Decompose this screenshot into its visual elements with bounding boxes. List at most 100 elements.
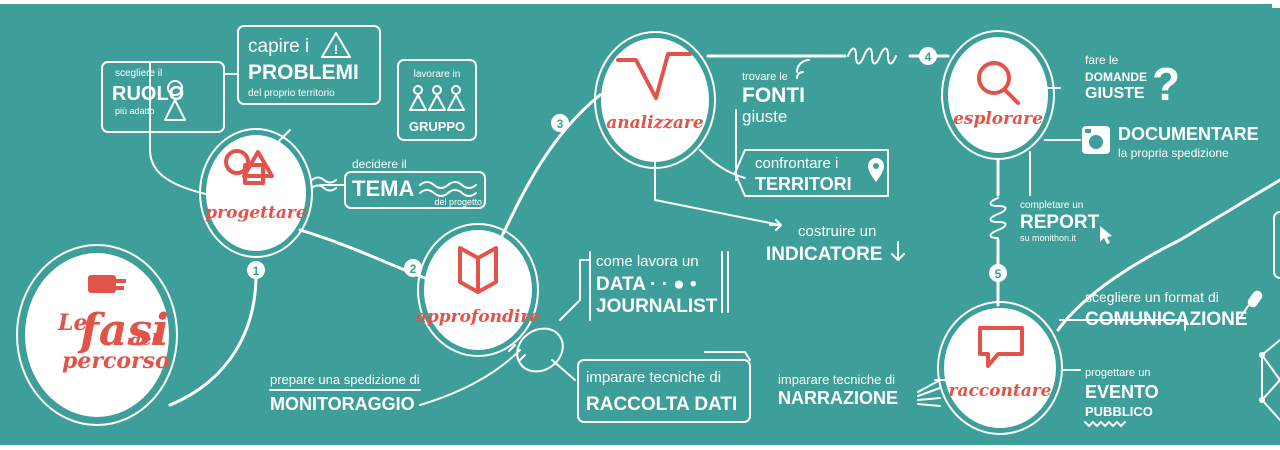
svg-text:4: 4 (925, 50, 932, 64)
title-del: del (130, 330, 157, 349)
phase-label-approfondire: approfondire (416, 307, 540, 327)
svg-text:· · ● •: · · ● • (650, 274, 697, 295)
svg-text:2: 2 (410, 262, 417, 276)
label-documentare: DOCUMENTARE la propria spedizione (1082, 124, 1259, 160)
svg-text:imparare tecniche di: imparare tecniche di (586, 369, 721, 386)
svg-text:RACCOLTA DATI: RACCOLTA DATI (586, 394, 737, 415)
phase-label-esplorare: esplorare (953, 109, 1043, 129)
title-fasi: fasi (77, 305, 169, 356)
svg-text:su monithon.it: su monithon.it (1020, 233, 1077, 243)
box-problemi: capire i ! PROBLEMI del proprio territor… (237, 25, 381, 105)
svg-text:costruire un: costruire un (798, 223, 876, 240)
step-badge-4: 4 (919, 47, 937, 65)
phase-label-progettare: progettare (205, 203, 307, 223)
svg-text:DOCUMENTARE: DOCUMENTARE (1118, 124, 1259, 144)
svg-text:TERRITORI: TERRITORI (755, 174, 852, 194)
label-monitoraggio: prepare una spedizione di MONITORAGGIO (269, 372, 421, 414)
svg-text:prepare una spedizione di: prepare una spedizione di (270, 372, 420, 387)
step-badge-5: 5 (989, 264, 1007, 282)
box-ruolo: scegliere il RUOLO più adatto (101, 61, 225, 133)
svg-text:GIUSTE: GIUSTE (1085, 85, 1145, 102)
wifi-icon (796, 59, 810, 79)
svg-text:del progetto: del progetto (434, 197, 482, 207)
arrow-down-icon (891, 241, 905, 261)
phase-label-raccontare: raccontare (948, 381, 1051, 401)
svg-text:5: 5 (995, 267, 1002, 281)
question-mark-icon: ? (1152, 58, 1180, 110)
svg-text:capire i: capire i (248, 36, 309, 57)
svg-text:PROBLEMI: PROBLEMI (248, 61, 359, 84)
svg-text:3: 3 (557, 117, 564, 131)
step-badge-2: 2 (404, 259, 422, 277)
svg-text:come lavora un: come lavora un (596, 253, 699, 270)
box-raccolta-dati: imparare tecniche di RACCOLTA DATI (577, 351, 751, 423)
svg-text:trovare le: trovare le (742, 71, 788, 83)
svg-text:EVENTO: EVENTO (1085, 382, 1159, 402)
svg-text:fare le: fare le (1085, 53, 1119, 67)
step-badge-1: 1 (247, 261, 265, 279)
svg-text:INDICATORE: INDICATORE (766, 244, 882, 265)
microphone-icon (1239, 290, 1263, 319)
phase-esplorare: esplorare (941, 30, 1055, 160)
svg-text:decidere il: decidere il (352, 157, 407, 171)
phase-label-analizzare: analizzare (606, 113, 704, 133)
right-edge-decoration (1259, 211, 1280, 421)
phase-progettare: progettare (199, 128, 313, 258)
label-comunicazione: scegliere un format di COMUNICAZIONE (1085, 289, 1263, 330)
label-domande: fare le DOMANDE GIUSTE ? (1085, 53, 1180, 110)
svg-text:JOURNALIST: JOURNALIST (596, 296, 718, 317)
svg-text:1: 1 (253, 264, 260, 278)
svg-text:COMUNICAZIONE: COMUNICAZIONE (1085, 309, 1248, 330)
svg-text:completare un: completare un (1020, 200, 1083, 211)
svg-text:MONITORAGGIO: MONITORAGGIO (270, 394, 415, 414)
people-icon (409, 85, 465, 111)
phase-approfondire: approfondire (416, 223, 564, 373)
svg-text:NARRAZIONE: NARRAZIONE (778, 388, 898, 408)
svg-text:lavorare in: lavorare in (414, 69, 461, 80)
open-book-icon (458, 246, 498, 294)
pulse-line-icon (616, 52, 692, 100)
svg-text:DATA: DATA (596, 274, 646, 295)
coil-vertical (989, 197, 1007, 239)
svg-text:?: ? (1152, 58, 1180, 110)
svg-text:la propria spedizione: la propria spedizione (1118, 146, 1229, 160)
step-badge-3: 3 (551, 114, 569, 132)
svg-text:confrontare i: confrontare i (755, 155, 838, 172)
box-territori: confrontare i TERRITORI (734, 149, 889, 197)
phase-raccontare: raccontare (937, 301, 1063, 435)
svg-text:progettare un: progettare un (1085, 367, 1150, 379)
svg-text:giuste: giuste (742, 107, 787, 126)
map-pin-icon (868, 158, 884, 182)
label-fonti: trovare le FONTI giuste (742, 59, 810, 126)
svg-text:DOMANDE: DOMANDE (1085, 70, 1147, 84)
square-circle-triangle-icon (224, 149, 274, 185)
svg-text:scegliere il: scegliere il (115, 68, 162, 79)
box-tema: decidere il TEMA del progetto (311, 157, 486, 209)
coil-horizontal (847, 47, 897, 65)
label-report: completare un REPORT su monithon.it (1020, 200, 1112, 244)
label-evento: progettare un EVENTO PUBBLICO (1084, 367, 1159, 427)
speech-bubble-icon (978, 326, 1024, 368)
svg-text:scegliere un format di: scegliere un format di (1085, 289, 1219, 305)
label-indicatore: costruire un INDICATORE (766, 219, 905, 265)
magnifier-icon (977, 61, 1020, 105)
svg-text:!: ! (334, 42, 338, 57)
warning-icon: ! (321, 32, 351, 58)
svg-text:del proprio territorio: del proprio territorio (248, 88, 335, 99)
label-narrazione: imparare tecniche di NARRAZIONE (778, 372, 941, 408)
phase-analizzare: analizzare (594, 31, 716, 169)
hand-pointer-icon (88, 275, 126, 293)
title-le: Le (57, 310, 87, 336)
box-gruppo: lavorare in GRUPPO (397, 59, 477, 141)
svg-text:GRUPPO: GRUPPO (409, 119, 465, 134)
svg-text:RUOLO: RUOLO (112, 83, 184, 105)
title-percorso: percorso (62, 348, 170, 374)
camera-icon (1082, 126, 1110, 154)
svg-text:REPORT: REPORT (1020, 212, 1100, 233)
svg-text:PUBBLICO: PUBBLICO (1085, 404, 1153, 419)
svg-text:TEMA: TEMA (352, 176, 414, 201)
svg-text:FONTI: FONTI (742, 84, 805, 107)
title-circle: Le fasi del percorso (16, 244, 178, 426)
